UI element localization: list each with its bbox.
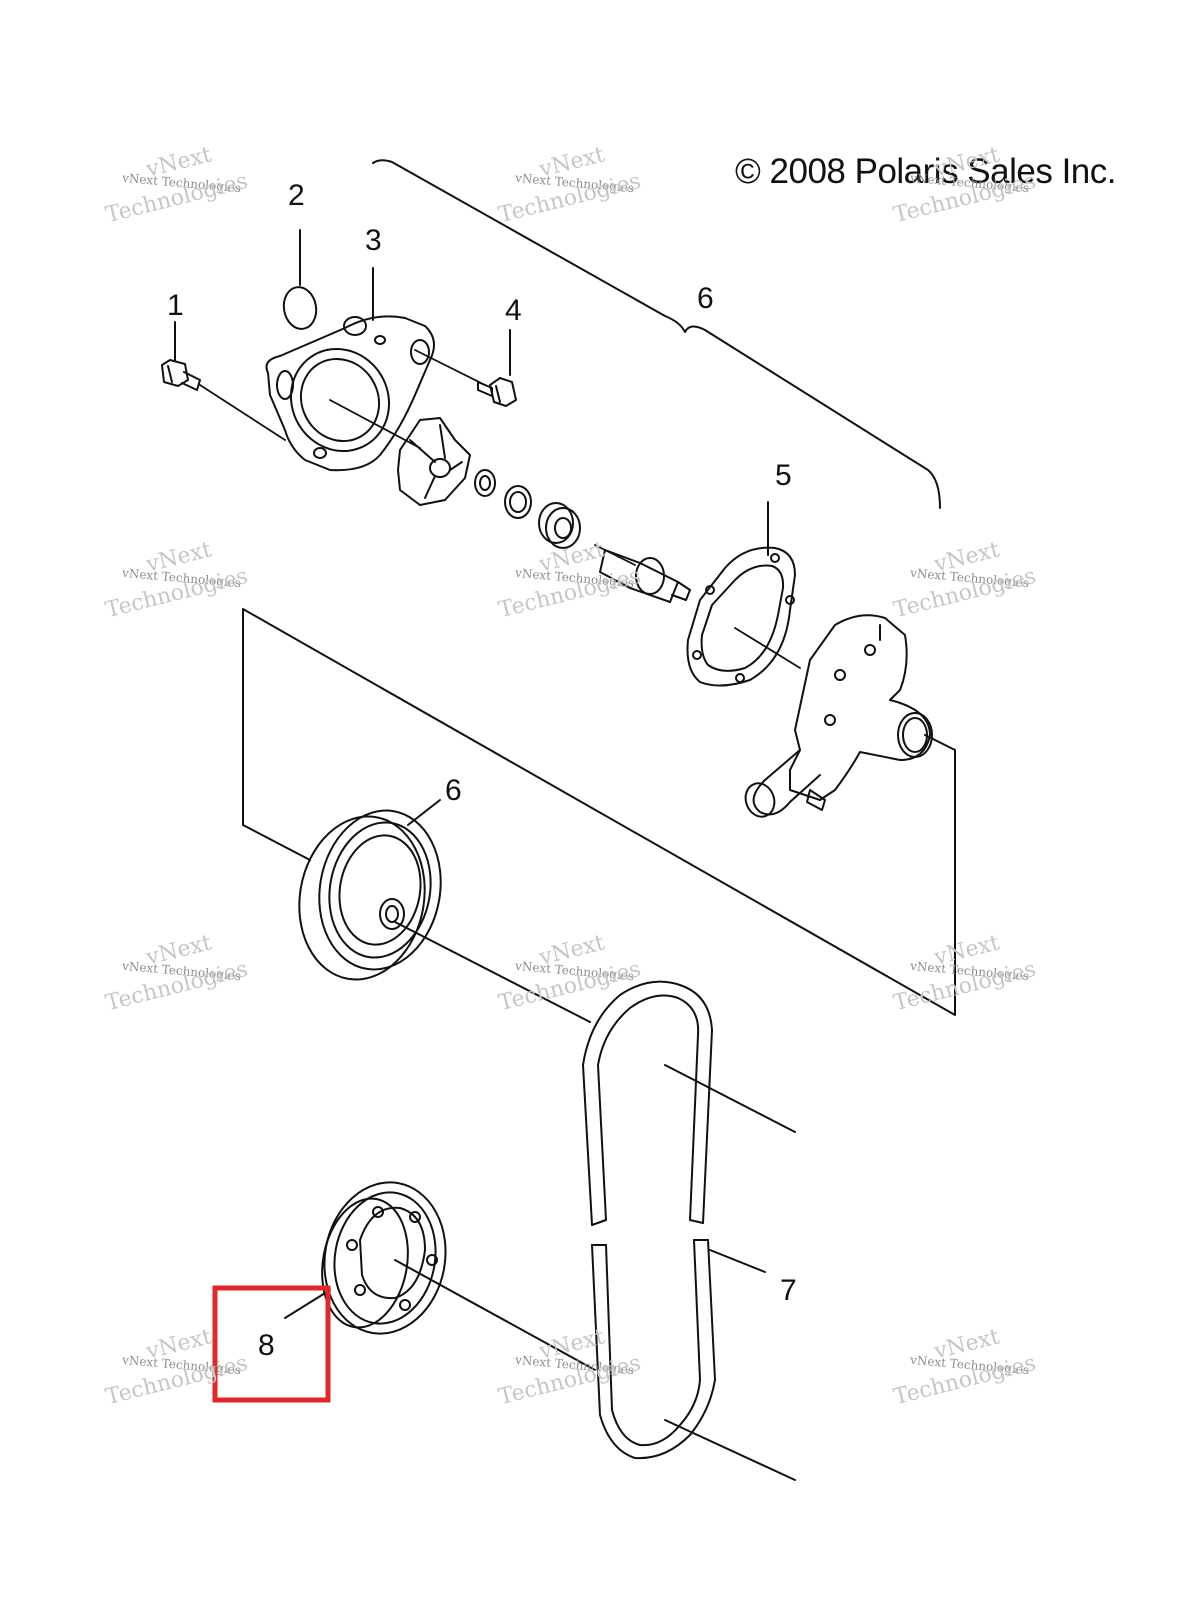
callout-8: 8 — [258, 1329, 275, 1362]
highlight-box-part-8 — [212, 1285, 331, 1403]
assembly-axis-line — [594, 544, 636, 566]
assembly-axis-line — [734, 627, 801, 669]
callout-3: 3 — [365, 224, 382, 257]
pump-housing — [744, 614, 933, 818]
seal-ring — [509, 491, 527, 513]
pulley-bracket — [242, 608, 956, 1016]
callout-1: 1 — [167, 289, 184, 322]
gasket-part-5 — [686, 546, 796, 687]
assembly-axis-line — [329, 399, 421, 449]
o-ring-part-2 — [282, 286, 318, 330]
assembly-axis-line — [199, 384, 286, 441]
callout-7: 7 — [780, 1274, 797, 1307]
pump-shaft — [599, 549, 691, 603]
callout-5: 5 — [775, 459, 792, 492]
callout-4: 4 — [505, 294, 522, 327]
pulley-part-8 — [321, 1181, 596, 1371]
seal-ring — [504, 485, 532, 519]
callout-6-assembly: 6 — [697, 282, 714, 315]
mechanical-seal — [538, 502, 581, 549]
pulley-part-6 — [298, 799, 591, 1023]
impeller — [397, 417, 471, 506]
copyright-text: © 2008 Polaris Sales Inc. — [735, 152, 1117, 191]
bolt-part-4 — [477, 377, 517, 407]
leader-line-8 — [284, 1289, 331, 1319]
seal-washer — [479, 475, 491, 491]
callout-2: 2 — [288, 179, 305, 212]
assembly-axis-line — [414, 349, 486, 386]
bolt-part-1 — [161, 359, 201, 391]
assembly-6-bracket — [372, 159, 941, 509]
belt-part-7 — [582, 980, 796, 1481]
pump-cover-part-3 — [265, 315, 435, 472]
seal-washer — [474, 469, 496, 497]
callout-6-pulley: 6 — [445, 774, 462, 807]
